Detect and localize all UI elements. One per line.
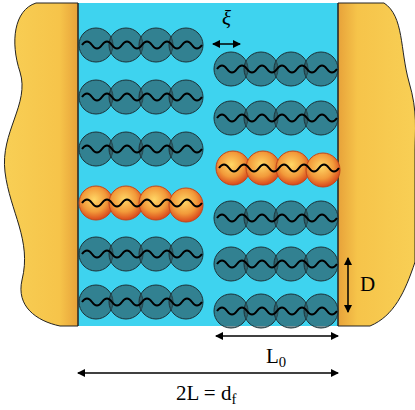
gap-width-label: 2L = df	[176, 383, 236, 404]
subscript: 0	[279, 354, 286, 370]
brush-height-label: L0	[266, 346, 286, 367]
correlation-length-label: ξ	[222, 8, 231, 29]
spacing-label: D	[360, 274, 375, 295]
subscript: f	[231, 391, 236, 407]
